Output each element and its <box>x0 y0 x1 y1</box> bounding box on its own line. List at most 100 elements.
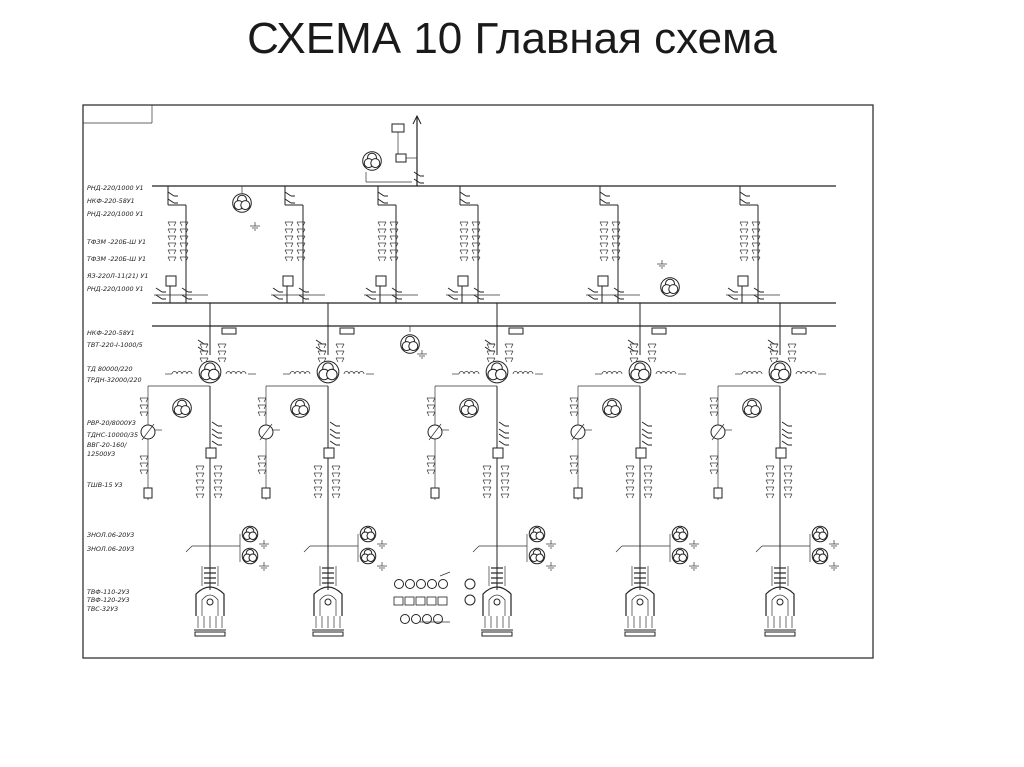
instrument-transformer-stack <box>629 343 639 363</box>
equipment-label-15: 12500У3 <box>87 450 115 458</box>
reactor-coil <box>512 371 534 375</box>
generator-terminal-box <box>312 631 344 637</box>
generator-winding <box>765 586 795 616</box>
instrument-transformer-stack <box>471 221 481 262</box>
switch-pair <box>413 171 424 184</box>
generator-unit-1 <box>139 303 269 637</box>
ground-symbol <box>689 562 699 571</box>
transformer-outline <box>528 525 546 543</box>
generator-vt-1 <box>359 525 377 543</box>
generator-winding <box>313 586 343 616</box>
feeder-4 <box>446 186 500 303</box>
switch-pair <box>391 287 402 300</box>
transformer-outline <box>359 525 377 543</box>
transformer-outline <box>172 398 192 418</box>
equipment-label-7: РНД-220/1000 У1 <box>87 285 144 293</box>
equipment-label-8: НКФ-220-58У1 <box>87 329 135 337</box>
transformer-outline <box>359 547 377 565</box>
feeder-3 <box>364 186 418 303</box>
turbo-generator <box>194 586 226 637</box>
equipment-label-17: ЗНОЛ.06-20У3 <box>87 531 134 539</box>
equipment-label-9: ТВТ-220-I-1000/5 <box>87 341 143 349</box>
generator-terminal-box <box>624 631 656 637</box>
reactor-coil <box>289 371 311 375</box>
equipment-label-2: НКФ-220-58У1 <box>87 197 135 205</box>
generator-terminal-box <box>764 631 796 637</box>
auxiliary-transformer-mid <box>660 277 680 297</box>
generator-terminal-box <box>481 631 513 637</box>
generator-winding <box>482 586 512 616</box>
instrument-transformer-stack <box>296 221 306 262</box>
instrument-transformer-stack <box>769 343 779 363</box>
legend-box <box>404 596 415 606</box>
generator-winding-inner <box>631 594 649 616</box>
equipment-label-20: ТВФ-120-2У3 <box>87 596 130 604</box>
equipment-label-1: РНД-220/1000 У1 <box>87 184 144 192</box>
generator-winding-inner <box>488 594 506 616</box>
generator-breaker <box>635 447 647 459</box>
switch-pair <box>641 421 652 434</box>
generator-unit-3 <box>426 303 556 637</box>
transformer-outline <box>671 525 689 543</box>
generator-breaker <box>492 447 504 459</box>
equipment-label-6: ЯЗ-220Л-11(21) У1 <box>86 272 148 280</box>
instrument-transformer-stack <box>787 343 797 363</box>
equipment-label-16: ТШВ-15 У3 <box>87 481 123 489</box>
turbo-generator <box>624 586 656 637</box>
incoming-line <box>362 114 424 186</box>
switch-pair <box>155 287 166 300</box>
generator-winding <box>195 586 225 616</box>
switch-pair <box>365 287 376 300</box>
switch-pair <box>498 433 509 446</box>
generator-vt-2 <box>671 547 689 565</box>
generator-breaker <box>323 447 335 459</box>
instrument-transformer-stack <box>709 455 719 475</box>
generator-unit-2 <box>257 303 387 637</box>
feeder-1 <box>154 186 208 303</box>
coil-path <box>655 371 677 375</box>
reactor-coil <box>655 371 677 375</box>
instrument-transformer-stack <box>643 465 653 499</box>
generator-terminal-box <box>194 631 226 637</box>
generator-winding <box>625 586 655 616</box>
switch-pair <box>727 287 738 300</box>
slide-title: СХЕМА 10 Главная схема <box>247 14 777 63</box>
reactor-coil <box>795 371 817 375</box>
instrument-transformer-stack <box>569 455 579 475</box>
bus-voltage-transformer <box>508 327 524 335</box>
generator-vt-2 <box>811 547 829 565</box>
frame-title-block <box>83 105 153 124</box>
transformer-outline <box>198 360 222 384</box>
instrument-transformer-stack <box>459 221 469 262</box>
equipment-label-5: ТФЗМ -220Б-Ш У1 <box>87 255 146 263</box>
coil-path <box>225 371 247 375</box>
aux-transformer <box>172 398 192 418</box>
legend-block <box>393 571 476 624</box>
instrument-transformer-stack <box>739 221 749 262</box>
transformer-outline <box>671 547 689 565</box>
switch-pair <box>753 287 764 300</box>
instrument-transformer-stack <box>599 221 609 262</box>
switch-pair <box>781 433 792 446</box>
block-transformer <box>628 360 652 384</box>
ground-symbol <box>657 260 667 269</box>
instrument-transformer-stack <box>647 343 657 363</box>
ground-symbol <box>250 222 260 231</box>
switch-pair <box>599 191 610 204</box>
incoming-voltage-transformer <box>362 151 382 171</box>
feeder-breaker <box>282 275 294 287</box>
reactor-coil <box>601 371 623 375</box>
equipment-label-10: ТД 80000/220 <box>87 365 133 373</box>
incoming-breaker <box>395 153 407 163</box>
switch-pair <box>181 287 192 300</box>
switch-pair <box>459 191 470 204</box>
reactor-coil <box>171 371 193 375</box>
coil-path <box>795 371 817 375</box>
feeder-breaker <box>165 275 177 287</box>
generator-vt-2 <box>528 547 546 565</box>
reactor-breaker <box>573 487 583 499</box>
switch-pair <box>211 433 222 446</box>
switch-pair <box>498 421 509 434</box>
block-transformer <box>316 360 340 384</box>
feeder-breaker <box>737 275 749 287</box>
